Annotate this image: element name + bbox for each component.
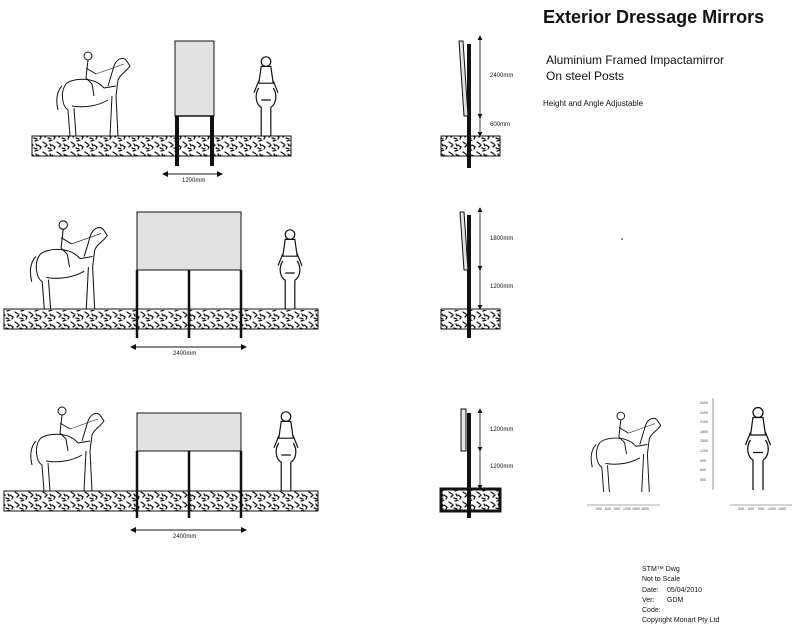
ground-slab-1 — [31, 135, 292, 157]
title-block-date-value: 05/04/2010 — [667, 587, 703, 594]
scale-reference-side — [587, 411, 662, 506]
title-block-date-label: Date: — [642, 587, 659, 594]
dim-label-side3-post: 1200mm — [490, 464, 514, 470]
dim-label-row1-width: 1200mm — [182, 178, 206, 184]
mirror-side-3 — [460, 408, 467, 452]
horse-rider-side-3 — [30, 406, 105, 492]
scale-y-tick-2: 2100 — [700, 420, 708, 425]
drawing-title: Exterior Dressage Mirrors — [543, 7, 765, 27]
horse-rider-front-3 — [273, 411, 299, 492]
title-block-code-label: Code: — [642, 607, 661, 614]
scale-x2-tick-1: 600 — [748, 507, 754, 511]
scale-x-tick-2: 900 — [614, 507, 620, 511]
side-view-1 — [440, 35, 501, 168]
scale-y-tick-8: 300 — [700, 477, 706, 482]
scale-y-tick-0: 2400 — [700, 401, 708, 405]
scale-x-tick-3: 1200 — [623, 507, 631, 511]
scale-x2-tick-0: 300 — [738, 507, 744, 511]
horse-rider-front-2 — [277, 229, 303, 310]
title-block-dwg: STM™ Dwg — [642, 566, 680, 573]
dim-label-side1-mirror: 2400mm — [490, 73, 514, 79]
scale-y-tick-3: 1800 — [700, 429, 708, 434]
mirror-panel-1 — [174, 40, 215, 117]
row3-elevation — [3, 406, 319, 533]
mirror-side-1 — [458, 40, 469, 117]
scale-x-tick-1: 600 — [605, 507, 611, 511]
horse-rider-side-1 — [56, 51, 131, 137]
title-block-copyright: Copyright Monart Pty Ltd — [642, 617, 720, 624]
scale-x-tick-4: 1500 — [632, 507, 640, 511]
horse-rider-side-2 — [29, 220, 108, 310]
dim-label-side2-mirror: 1800mm — [490, 236, 514, 242]
subtitle-line-1: Aluminium Framed Impactamirror — [546, 53, 725, 67]
dim-label-side1-post: 600mm — [490, 122, 511, 128]
scale-y-tick-1: 2400 — [700, 410, 708, 415]
scale-y-tick-7: 600 — [700, 468, 706, 473]
scale-y-tick-4: 1500 — [700, 439, 708, 444]
side-view-3 — [439, 408, 502, 518]
scale-reference-front — [712, 398, 792, 506]
scale-x2-tick-2: 900 — [758, 507, 764, 511]
scale-y-tick-5: 1200 — [700, 449, 708, 453]
dim-label-row3-width: 2400mm — [173, 534, 197, 540]
scale-x2-tick-4: 1500 — [778, 507, 786, 511]
mirror-panel-2 — [136, 211, 242, 271]
row1-elevation — [31, 40, 292, 177]
adjustable-note: Height and Angle Adjustable — [543, 99, 644, 108]
scale-x2-tick-3: 1200 — [768, 507, 776, 511]
scale-y-tick-6: 900 — [700, 458, 706, 463]
row2-elevation — [3, 211, 319, 350]
title-block-ver-label: Ver: — [642, 597, 655, 604]
subtitle-line-2: On steel Posts — [546, 69, 625, 83]
title-block-scale: Not to Scale — [642, 576, 681, 583]
ground-slab-3 — [3, 490, 319, 512]
title-block-ver-value: GDM — [667, 597, 684, 604]
scale-x-tick-5: 1800 — [641, 507, 649, 511]
side-view-2 — [440, 207, 501, 338]
mirror-side-2 — [459, 211, 469, 271]
dim-label-side3-mirror: 1200mm — [490, 427, 514, 433]
dim-label-row2-width: 2400mm — [173, 351, 197, 357]
mirror-panel-3 — [136, 412, 242, 452]
ground-slab-2 — [3, 308, 319, 330]
scale-x-tick-0: 300 — [596, 507, 602, 511]
horse-rider-front-1 — [253, 56, 279, 137]
dim-label-side2-post: 1200mm — [490, 284, 514, 290]
